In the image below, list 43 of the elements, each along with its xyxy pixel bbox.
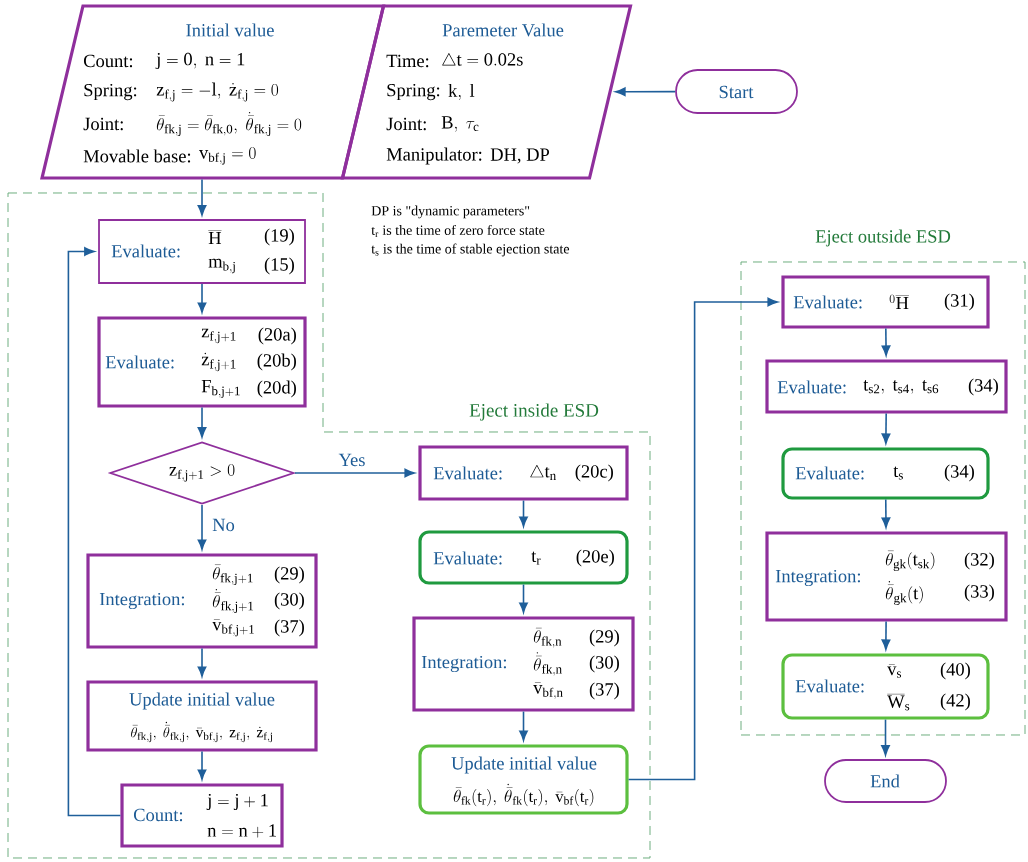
process-box: Evaluate: $\mathrm{z_{f,j+1}}$ (20a) $\dot{\mathrm{z}}_{\mathrm{f,j+1}}$ (20b) $\mathrm{F_{b,j+1}}$ (20d) (97, 316, 307, 408)
note-text: DP is "dynamic parameters" (371, 205, 530, 219)
arrow (881, 718, 890, 756)
process-box: Integration: $\bar{\theta}_{\mathrm{fk,j+1}}$ (29) $\dot{\bar{\theta}}_{\mathrm{fk,j+1}}$ (30) $\bar{\mathrm{v}}_{\mathrm{bf,j+1}}$ (37) (86, 553, 318, 649)
process-box: Evaluate: $\mathrm{t_{r}}$ (20e) (418, 530, 629, 585)
arrow (881, 620, 891, 650)
arrow (197, 178, 207, 216)
process-box: Evaluate: $\bar{\mathrm{v}}_{\mathrm{s}}$ (40) $\overline{\mathrm{W}}_{\mathrm{s}}$ (42) (781, 653, 990, 720)
arrow (615, 87, 676, 97)
process-box: Count: $\mathrm{j=j+1}$ $\mathrm{n=n+1}$ (120, 783, 284, 848)
process-box: Update initial value $\bar{\theta}_{\mathrm{fk,j}},\ \dot{\bar{\theta}}_{\mathrm{fk,j}},\ \bar{\mathrm{v}}_{\mathrm{bf,j}},\ \mathrm{z_{f,j}},\ \dot{\mathrm{z}}_{\mathrm{f,j}}$ (86, 680, 318, 752)
edge-label: No (211, 517, 236, 533)
process-box: Integration: $\bar{\theta}_{\mathrm{fk,n}}$ (29) $\dot{\bar{\theta}}_{\mathrm{fk,n}}$ (30) $\bar{\mathrm{v}}_{\mathrm{bf,n}}$ (37) (412, 616, 635, 712)
arrow (197, 283, 207, 313)
arrow (881, 412, 891, 444)
process-box: Evaluate: $\mathrm{t_{s2},\ t_{s4},\ t_{s6}}$ (34) (765, 359, 1008, 414)
arrow (881, 498, 891, 528)
note-text: t$_{r}$ is the time of zero force state (371, 225, 545, 237)
node-label: Eject outside ESD (815, 229, 951, 247)
arrow (519, 583, 528, 613)
process-box: Evaluate: $\mathrm{t_{s}}$ (34) (781, 447, 990, 500)
terminal-box: Start (675, 69, 798, 114)
arrow (294, 468, 415, 478)
terminal-box: End (824, 759, 947, 803)
process-box: Evaluate: ${}^{0}\overline{\mathrm{H}}$ (31) (781, 275, 990, 329)
arrow (519, 499, 528, 527)
arrow (197, 750, 207, 780)
process-box: Integration: $\bar{\theta}_{\mathrm{gk}}(\mathrm{t_{sk}})$ (32) $\dot{\bar{\theta}}_{\mathrm{gk}}(\mathrm{t})$ (33) (765, 531, 1008, 622)
edge-label: Yes (337, 452, 367, 468)
arrow (627, 297, 778, 781)
process-box: Update initial value $\bar{\theta}_{\mathrm{fk}}(\mathrm{t_{r}}),\ \dot{\bar{\theta}}_{\mathrm{fk}}(\mathrm{t_{r}}),\ \bar{\mathrm{v}}_{\mathrm{bf}}(\mathrm{t_{r}})$ (418, 744, 629, 815)
process-box: Evaluate: $\overline{\mathrm{H}}$ (19) $\mathrm{m_{b,j}}$ (15) (98, 219, 306, 284)
arrow (197, 406, 207, 438)
arrow (197, 647, 207, 677)
arrow (881, 327, 891, 356)
arrow (519, 710, 528, 741)
arrow (197, 504, 207, 550)
arrow (67, 247, 122, 817)
input-box: Paremeter Value Time: $\triangle\mathrm{t=0.02s}$ Spring: $\mathrm{k,\ l}$ Joint: $\mathrm{B},\ \tau_{\mathrm{c}}$ Manipulator: DH, DP (340, 4, 633, 180)
note-text: t$_{s}$ is the time of stable ejection state (371, 243, 570, 257)
process-box: Evaluate: $\triangle\mathrm{t_{n}}$ (20c) (418, 445, 629, 501)
group-title: Eject inside ESD (469, 403, 599, 421)
input-box: Initial value Count: $\mathrm{j=0,\ n=1}$ Spring: $\mathrm{z_{f,j}}=-\mathrm{l},\ \dot{\mathrm{z}}_{\mathrm{f,j}}=0$ Joint: $\bar{\theta}_{\mathrm{fk,j}}=\bar{\theta}_{\mathrm{fk,0}},\ \dot{\bar{\theta}}_{\mathrm{fk,j}}=0$ Movable base: $\mathrm{v_{bf,j}}=0$ (40, 4, 386, 180)
